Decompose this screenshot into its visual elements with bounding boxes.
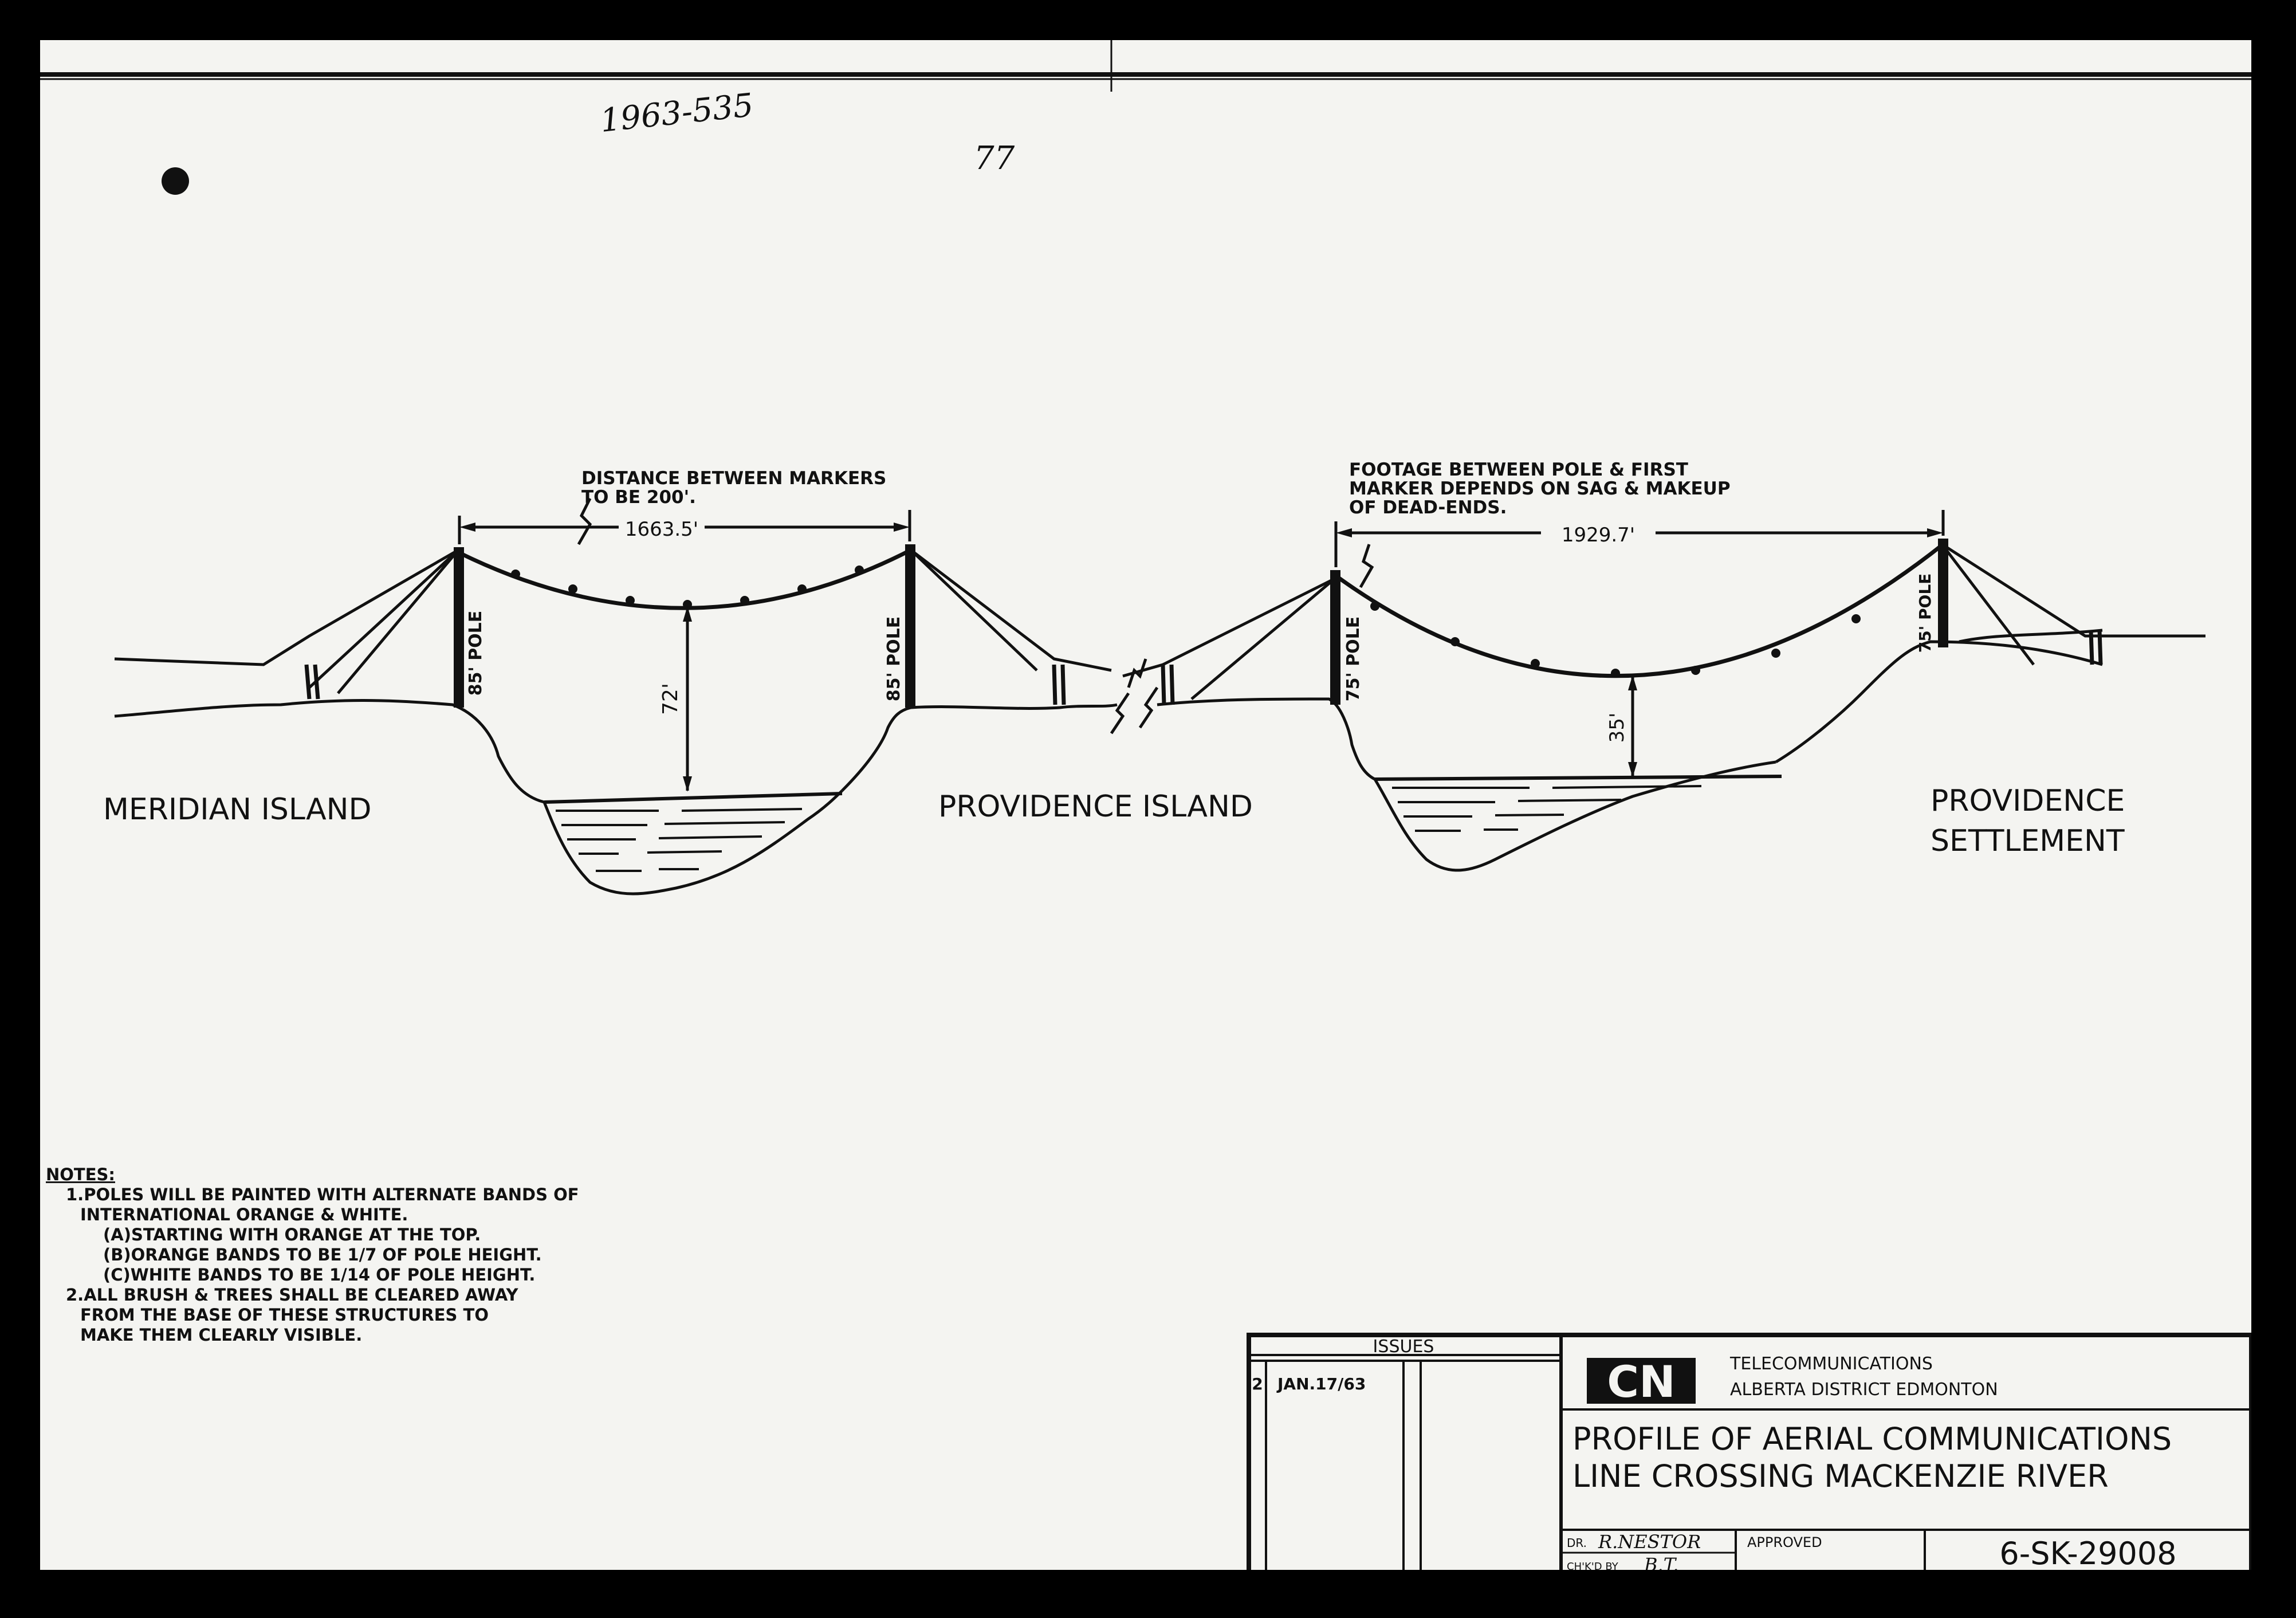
marker-ball [626,596,635,605]
checked-by-name: B.T. [1644,1554,1679,1570]
marker-ball [740,596,749,605]
punch-hole [162,167,189,195]
note-line: (B)ORANGE BANDS TO BE 1/7 OF POLE HEIGHT… [103,1245,542,1264]
terrain [114,629,2103,896]
clearance1-label: 72' [659,683,682,715]
note-line: 1.POLES WILL BE PAINTED WITH ALTERNATE B… [66,1185,579,1204]
guy-wires [114,543,2205,700]
bank-right-1 [841,703,1118,792]
pole-1 [454,547,464,708]
marker-ball [1450,637,1460,646]
handwritten-page-number: 77 [974,140,1015,177]
marker-ball [1370,602,1379,611]
title-block [1247,1333,2251,1570]
marker-ball [1691,666,1700,675]
pole-4 [1938,539,1948,647]
span-cable-1 [458,548,912,610]
river-water-1 [544,792,843,872]
dimension-lines [458,510,1945,792]
issue-date: JAN.17/63 [1276,1374,1366,1393]
profile-drawing: 1963-535 77 [40,40,2251,1570]
note-line: (A)STARTING WITH ORANGE AT THE TOP. [103,1225,481,1244]
river-bed-1 [542,790,843,896]
pole4-label: 75' POLE [1916,574,1935,653]
river-water-2 [1374,775,1782,832]
marker-ball [683,600,692,609]
drawing-title-line1: PROFILE OF AERIAL COMMUNICATIONS [1572,1421,2172,1457]
clearance2-label: 35' [1606,713,1629,743]
dept-name: TELECOMMUNICATIONS [1729,1354,1933,1374]
marker-ball [1771,649,1780,658]
checked-by-label: CH'K'D BY [1567,1561,1619,1570]
span1-length: 1663.5' [625,518,698,541]
drawing-sheet: 1963-535 77 [40,40,2251,1570]
ground-line-mid [1157,697,1376,781]
pole1-label: 85' POLE [466,611,486,696]
issues-header: ISSUES [1373,1337,1434,1357]
footage-note-line1: FOOTAGE BETWEEN POLE & FIRST [1349,460,1688,480]
pole3-label: 75' POLE [1343,616,1363,701]
cn-logo: CN [1587,1356,1696,1407]
marker-ball [1851,614,1861,623]
place-meridian-island: MERIDIAN ISLAND [103,792,372,827]
pole2-label: 85' POLE [884,616,904,701]
approved-label: APPROVED [1747,1534,1822,1550]
markers-note-line2: TO BE 200'. [581,487,696,508]
notes-heading: NOTES: [46,1165,115,1184]
sheet-frame [40,40,2251,92]
ground-line-left [114,699,545,804]
anchor-stubs [304,630,2103,705]
district-name: ALBERTA DISTRICT EDMONTON [1730,1380,1998,1400]
note-line: 2.ALL BRUSH & TREES SHALL BE CLEARED AWA… [66,1285,519,1305]
drawn-by-label: DR. [1567,1536,1587,1550]
span2-length: 1929.7' [1562,524,1635,547]
drawn-by-name: R.NESTOR [1598,1531,1701,1553]
note-line: MAKE THEM CLEARLY VISIBLE. [80,1325,362,1345]
footage-note-line2: MARKER DEPENDS ON SAG & MAKEUP [1349,478,1731,499]
place-providence-settlement-2: SETTLEMENT [1931,824,2125,858]
pole-2 [905,544,915,708]
notes-block: NOTES: 1.POLES WILL BE PAINTED WITH ALTE… [46,1165,579,1345]
marker-ball [1531,659,1540,668]
span-cable-2 [1334,543,1945,678]
marker-ball [855,565,864,575]
marker-ball [1611,669,1620,678]
marker-ball [797,584,807,594]
markers-note-line1: DISTANCE BETWEEN MARKERS [581,468,886,489]
bank-right-2 [1775,640,2103,764]
span-cables [458,543,1945,678]
note-line: INTERNATIONAL ORANGE & WHITE. [80,1205,408,1224]
note-line: (C)WHITE BANDS TO BE 1/14 OF POLE HEIGHT… [103,1265,535,1285]
footage-note-line3: OF DEAD-ENDS. [1349,497,1507,518]
place-providence-island: PROVIDENCE ISLAND [938,790,1253,824]
span-markers [511,565,1861,678]
drawing-number: 6-SK-29008 [1999,1535,2176,1570]
handwritten-drawing-ref: 1963-535 [599,87,756,140]
break-symbol [1110,658,1159,735]
marker-ball [511,570,520,579]
drawing-title-line2: LINE CROSSING MACKENZIE RIVER [1572,1458,2109,1494]
cn-logo-text: CN [1607,1356,1675,1407]
note-line: FROM THE BASE OF THESE STRUCTURES TO [80,1305,489,1325]
issue-number: 2 [1252,1374,1263,1393]
pole-3 [1330,570,1340,705]
leader-lines [577,497,1374,588]
place-providence-settlement-1: PROVIDENCE [1931,784,2125,818]
marker-ball [568,584,577,594]
